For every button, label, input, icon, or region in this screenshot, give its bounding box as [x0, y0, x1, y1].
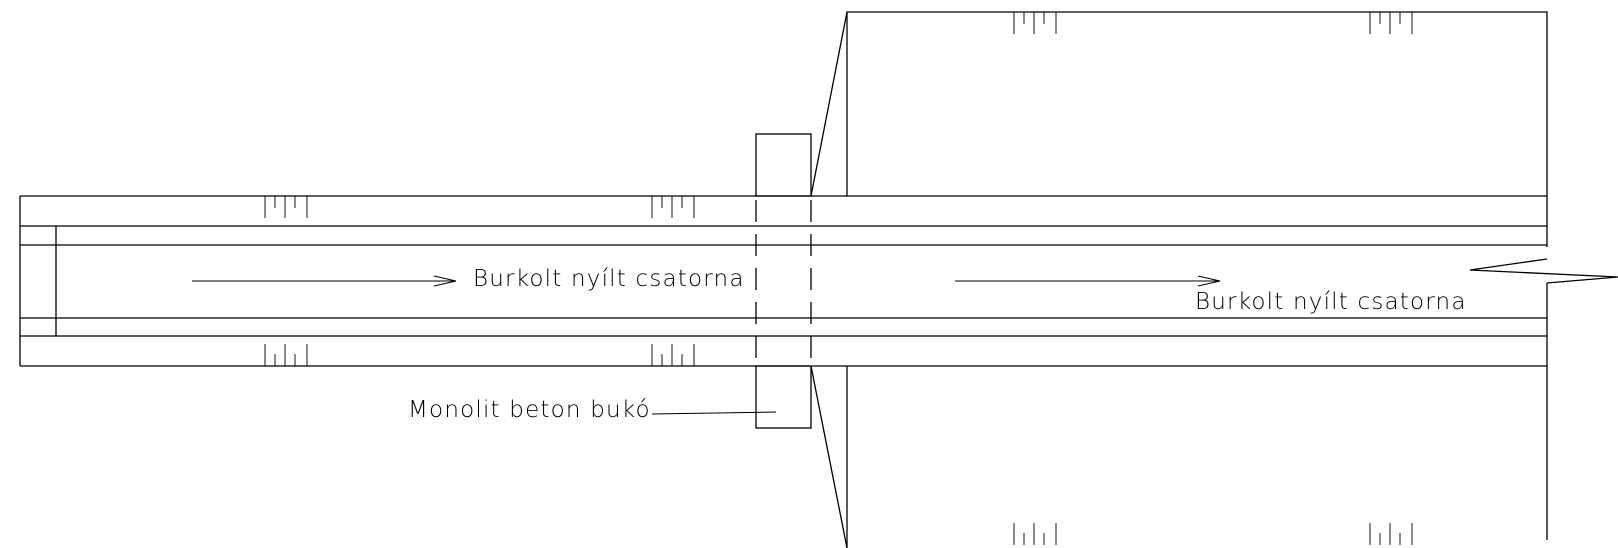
- flow-arrow-downstream: [955, 275, 1221, 287]
- paving-symbol: [651, 196, 695, 218]
- paving-symbol: [1369, 523, 1413, 545]
- weir-leader-line: [651, 411, 777, 415]
- weir-block-bottom: [755, 365, 812, 429]
- wing-walls: [810, 11, 848, 548]
- paving-symbol: [264, 196, 308, 218]
- paving-symbol: [1013, 523, 1057, 545]
- basin-outline: [846, 11, 1548, 548]
- paving-symbol: [1013, 12, 1057, 34]
- break-line: [1469, 258, 1618, 284]
- weir-block-top: [755, 133, 812, 197]
- channel-walls: [19, 195, 1547, 367]
- label-channel-downstream: Burkolt nyílt csatorna: [1195, 289, 1467, 315]
- label-channel-upstream: Burkolt nyílt csatorna: [473, 266, 745, 292]
- paving-symbol: [264, 344, 308, 366]
- weir-dashed-lines: [755, 200, 812, 362]
- flow-arrow-upstream: [192, 275, 457, 287]
- paving-symbol: [651, 344, 695, 366]
- label-weir: Monolit beton bukó: [408, 397, 651, 423]
- paving-symbols: [264, 12, 1413, 545]
- paving-symbol: [1369, 12, 1413, 34]
